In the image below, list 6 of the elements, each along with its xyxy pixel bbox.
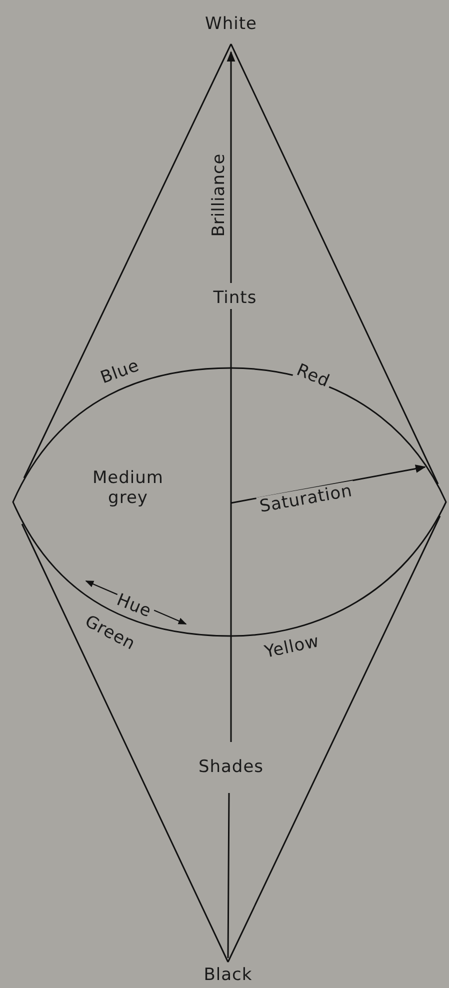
region-label: Tints: [213, 288, 257, 308]
centre-label: Medium grey: [92, 468, 164, 508]
axis-label: Brilliance: [209, 153, 229, 237]
pole-label: Black: [204, 965, 252, 985]
region-label: Shades: [198, 757, 264, 777]
pole-label: White: [205, 14, 257, 34]
